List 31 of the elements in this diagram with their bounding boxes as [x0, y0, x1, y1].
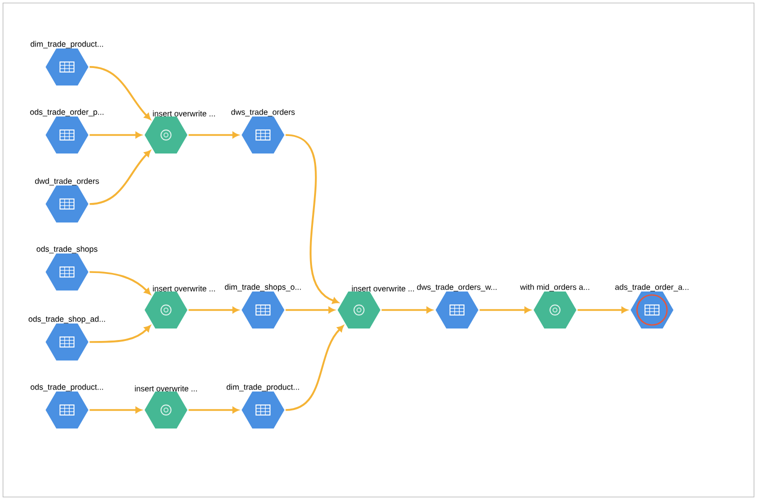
arrow — [90, 150, 151, 205]
arrow — [90, 271, 151, 295]
node-label: insert overwrite ... — [152, 286, 215, 292]
arrow — [90, 66, 151, 120]
node-label: insert overwrite ... — [352, 286, 414, 292]
arrow — [188, 132, 239, 138]
node-label: dwd_trade_orders — [35, 178, 99, 186]
arrow — [188, 306, 239, 314]
node-label: with mid_orders a... — [520, 284, 590, 292]
node-label: ods_trade_shops — [36, 246, 98, 254]
node-label: insert overwrite ... — [134, 386, 197, 392]
arrow — [480, 306, 531, 314]
arrow — [382, 306, 433, 314]
arrow — [286, 325, 344, 411]
node-label: dim_trade_product... — [30, 40, 103, 48]
arrow — [285, 134, 339, 304]
arrow — [286, 306, 335, 314]
node-label: dim_trade_shops_o... — [224, 284, 301, 292]
arrow — [188, 406, 239, 414]
arrow — [90, 132, 142, 138]
node-label: ods_trade_shop_ad... — [28, 316, 105, 324]
node-label: dws_trade_orders — [231, 109, 295, 116]
arrow — [90, 406, 142, 414]
node-label: dim_trade_product... — [226, 384, 299, 392]
node-label: dws_trade_orders_w... — [417, 284, 496, 292]
arrow — [578, 306, 628, 314]
node-label: ods_trade_order_p... — [30, 108, 104, 116]
node-label: ods_trade_product... — [30, 384, 103, 392]
arrow — [90, 325, 151, 343]
node-label: ads_trade_order_a... — [615, 284, 688, 292]
node-label: insert overwrite ... — [152, 110, 215, 116]
